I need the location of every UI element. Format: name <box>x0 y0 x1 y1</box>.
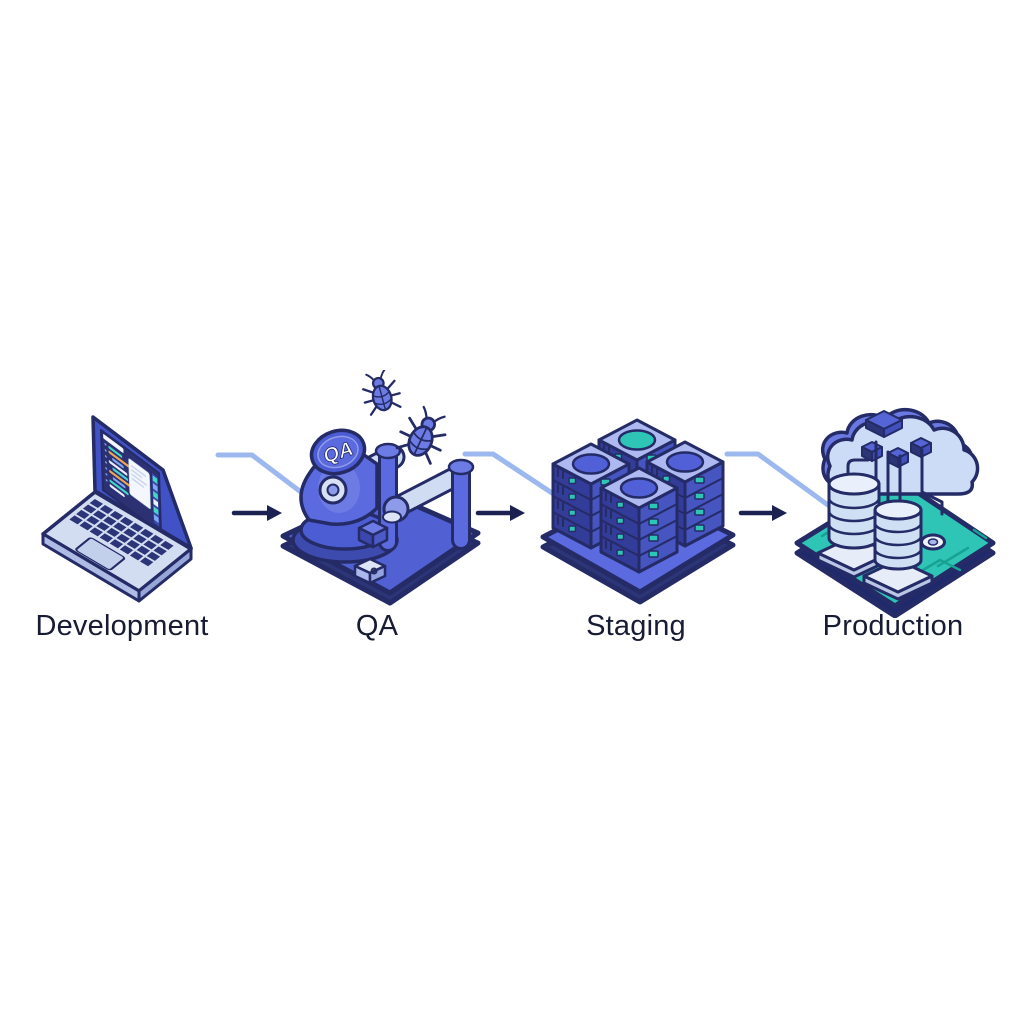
bug-icon <box>356 370 405 417</box>
editor-side-strip <box>151 471 160 528</box>
stage-label-qa: QA <box>355 610 399 642</box>
pipeline-connector-1 <box>215 452 321 508</box>
qa-badge-icon: QA <box>309 428 367 476</box>
pipeline-connector-2 <box>462 451 561 500</box>
stage-label-staging: Staging <box>586 610 686 642</box>
flow-arrow-2 <box>475 505 525 521</box>
laptop-trackpad <box>75 537 126 571</box>
code-editor-screen <box>102 433 160 528</box>
bug-testing-rig-icon: QA <box>280 370 481 606</box>
cloud-infrastructure-icon <box>794 408 996 618</box>
server-stack-front <box>599 466 679 574</box>
database-icon <box>862 499 934 601</box>
laptop-icon <box>41 415 193 603</box>
flow-arrow-1 <box>231 505 282 521</box>
server-stack-icon <box>540 418 736 605</box>
editor-panel <box>128 458 151 509</box>
laptop-keyboard <box>69 498 174 571</box>
rig-post-2 <box>447 458 475 550</box>
flow-arrow-3 <box>738 505 787 521</box>
server-stack-left <box>551 442 631 550</box>
chip-icon <box>861 410 932 468</box>
rig-cylinder-2 <box>382 465 468 524</box>
rig-bracket <box>357 519 389 549</box>
stage-label-production: Production <box>822 610 964 642</box>
pipeline-connector-3 <box>724 451 835 511</box>
server-stack-right <box>645 440 725 548</box>
server-stack-back <box>597 418 677 526</box>
component-box <box>353 557 387 585</box>
code-lines <box>108 445 133 498</box>
laptop-base-side <box>137 547 193 603</box>
stage-label-development: Development <box>35 610 209 642</box>
